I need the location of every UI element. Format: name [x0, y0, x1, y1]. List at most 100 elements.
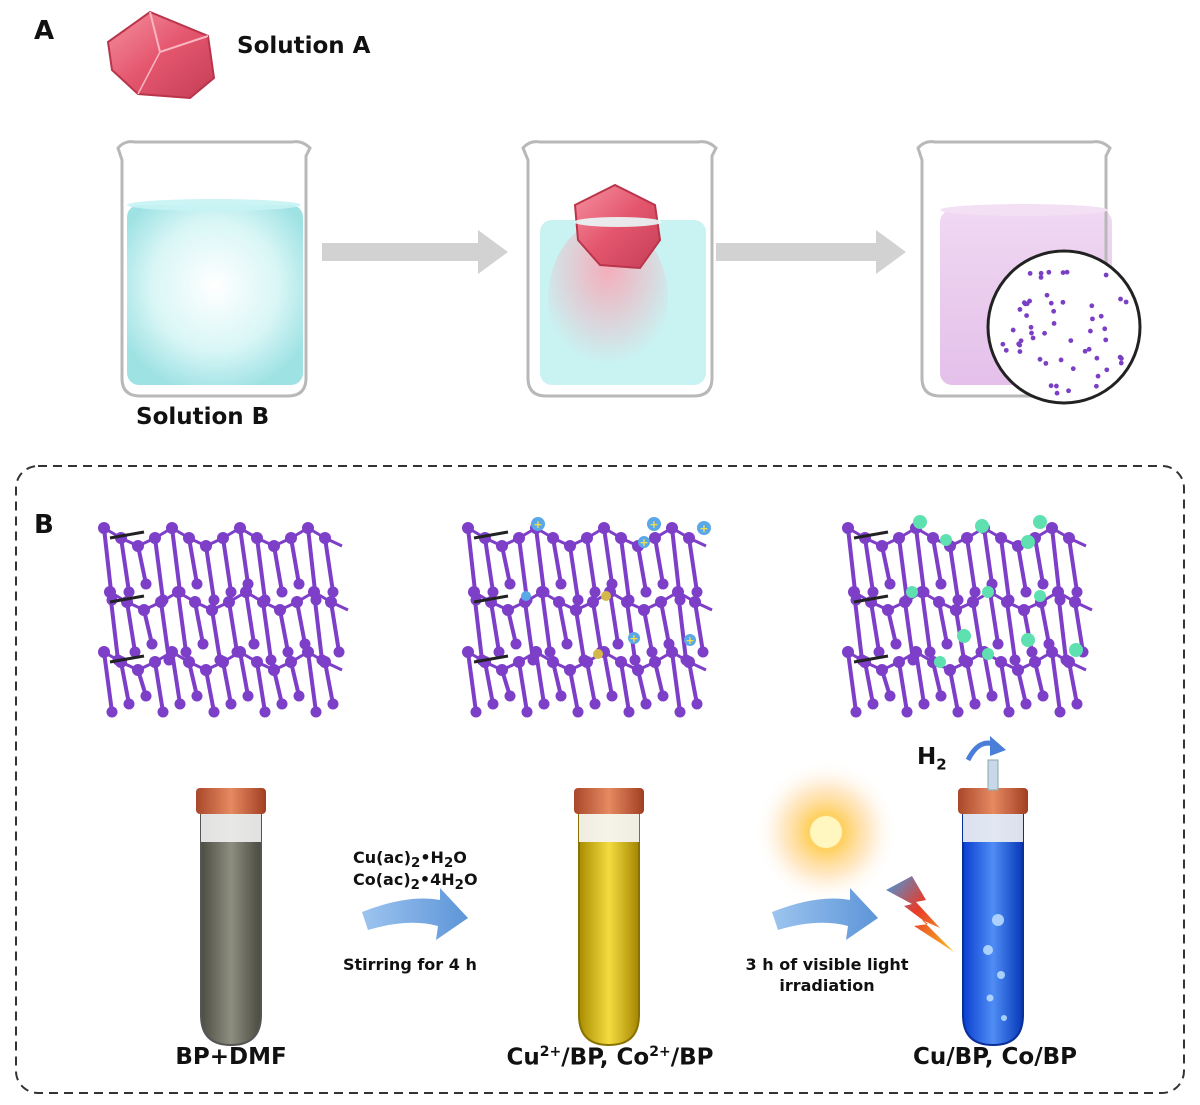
phosphorus-atom	[1046, 646, 1058, 658]
nanoparticle-dot	[1046, 269, 1052, 275]
phosphorus-atom	[308, 586, 320, 598]
phosphorus-atom	[513, 656, 525, 668]
irradiation-label-line-1: 3 h of visible light	[745, 955, 909, 974]
phosphorus-atom	[333, 646, 345, 658]
phosphorus-atom	[1018, 604, 1030, 616]
phosphorus-atom	[242, 690, 254, 702]
phosphorus-atom	[487, 698, 499, 710]
phosphorus-atom	[174, 698, 186, 710]
phosphorus-atom	[598, 522, 610, 534]
nanoparticle-dot	[1094, 355, 1100, 361]
phosphorus-atom	[268, 664, 280, 676]
nanoparticle-dot	[1060, 270, 1066, 275]
phosphorus-atom	[310, 706, 322, 718]
phosphorus-atom	[149, 656, 161, 668]
phosphorus-atom	[530, 646, 542, 658]
phosphorus-atom	[1063, 532, 1075, 544]
phosphorus-atom	[581, 532, 593, 544]
nanoparticle-dot	[1042, 330, 1047, 336]
phosphorus-atom	[496, 540, 508, 552]
phosphorus-atom	[536, 586, 548, 598]
phosphorus-atom	[632, 664, 644, 676]
svg-text:+: +	[685, 634, 694, 647]
phosphorus-atom	[234, 646, 246, 658]
phosphorus-atom	[217, 656, 229, 668]
arrow-b-2	[772, 888, 878, 940]
svg-text:+: +	[699, 522, 708, 535]
phosphorus-atom	[961, 656, 973, 668]
solution-b-label: Solution B	[136, 404, 270, 430]
phosphorus-atom	[510, 638, 522, 650]
phosphorus-atom	[893, 532, 905, 544]
phosphorus-atom	[155, 596, 167, 608]
nanoparticle-dot	[1017, 342, 1023, 348]
nanoparticle-dot	[1054, 383, 1059, 389]
nanoparticle-dot	[1051, 321, 1057, 326]
phosphorus-atom	[927, 532, 939, 544]
phosphorus-atom	[986, 690, 998, 702]
phosphorus-atom	[276, 586, 288, 598]
nanoparticle-dot	[1043, 360, 1049, 366]
nanoparticle-dot	[1029, 330, 1034, 336]
co-ion	[601, 591, 611, 601]
nanoparticle-dot	[1060, 299, 1066, 305]
nanoparticle-dot	[1037, 356, 1043, 362]
nanoparticle-dot	[1024, 313, 1030, 319]
phosphorus-atom	[240, 586, 252, 598]
phosphorus-atom	[935, 690, 947, 702]
phosphorus-atom	[291, 596, 303, 608]
phosphorus-atom	[200, 664, 212, 676]
phosphorus-atom	[274, 604, 286, 616]
panel-b-letter: B	[34, 510, 54, 540]
phosphorus-atom	[615, 532, 627, 544]
phosphorus-atom	[1029, 656, 1041, 668]
cu-ion	[531, 517, 545, 531]
phosphorus-atom	[1037, 690, 1049, 702]
nanoparticle-dot	[1119, 355, 1124, 361]
phosphorus-atom	[899, 596, 911, 608]
svg-text:+: +	[533, 518, 542, 531]
phosphorus-atom	[104, 586, 116, 598]
phosphorus-atom	[873, 646, 885, 658]
nanoparticle-dot	[1068, 338, 1074, 344]
phosphorus-atom	[697, 646, 709, 658]
phosphorus-atom	[901, 706, 913, 718]
phosphorus-atom	[248, 638, 260, 650]
phosphorus-atom	[547, 656, 559, 668]
nanoparticle-dot	[1066, 388, 1071, 394]
nanoparticle-dot	[1038, 270, 1044, 276]
phosphorus-atom	[140, 690, 152, 702]
nanoparticle-dot	[1051, 308, 1057, 314]
phosphorus-atom	[225, 586, 237, 598]
phosphorus-atom	[935, 578, 947, 590]
phosphorus-atom	[468, 586, 480, 598]
phosphorus-atom	[129, 646, 141, 658]
phosphorus-atom	[950, 604, 962, 616]
nanoparticle-dot	[1093, 383, 1099, 389]
phosphorus-atom	[967, 596, 979, 608]
phosphorus-atom	[910, 646, 922, 658]
phosphorus-atom	[504, 690, 516, 702]
phosphorus-atom	[615, 656, 627, 668]
metal-nanoparticle	[1069, 643, 1083, 657]
metal-nanoparticle	[982, 648, 994, 660]
phosphorus-atom	[587, 596, 599, 608]
phosphorus-atom	[302, 646, 314, 658]
arrow-a-1	[322, 230, 508, 274]
nanoparticle-dot	[1103, 337, 1109, 343]
crystal-solution-a	[106, 10, 216, 100]
phosphorus-atom	[257, 596, 269, 608]
nanoparticle-dot	[1086, 346, 1092, 352]
phosphorus-atom	[140, 578, 152, 590]
phosphorus-atom	[848, 586, 860, 598]
phosphorus-atom	[166, 522, 178, 534]
phosphorus-atom	[206, 604, 218, 616]
phosphorus-atom	[197, 638, 209, 650]
phosphorus-atom	[225, 698, 237, 710]
phosphorus-atom	[916, 586, 928, 598]
svg-text:+: +	[639, 536, 648, 549]
cu-ion	[647, 517, 661, 531]
phosphorus-atom	[1046, 522, 1058, 534]
phosphorus-atom	[191, 578, 203, 590]
metal-nanoparticle	[940, 534, 952, 546]
